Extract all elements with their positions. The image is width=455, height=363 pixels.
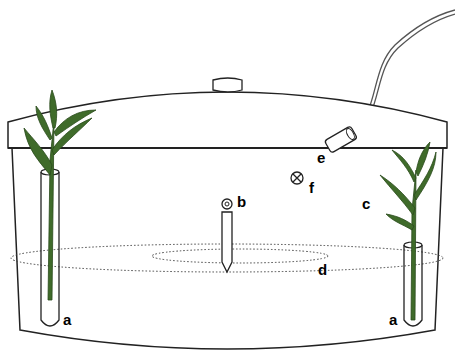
callout-letter: d xyxy=(317,262,328,277)
callout-letter: a xyxy=(62,312,72,327)
callout-letter: e xyxy=(316,150,326,165)
callout-letter: f xyxy=(308,180,315,195)
callout-letter: b xyxy=(236,194,247,209)
callout-letter: c xyxy=(361,196,371,211)
callout-letter: a xyxy=(388,312,398,327)
